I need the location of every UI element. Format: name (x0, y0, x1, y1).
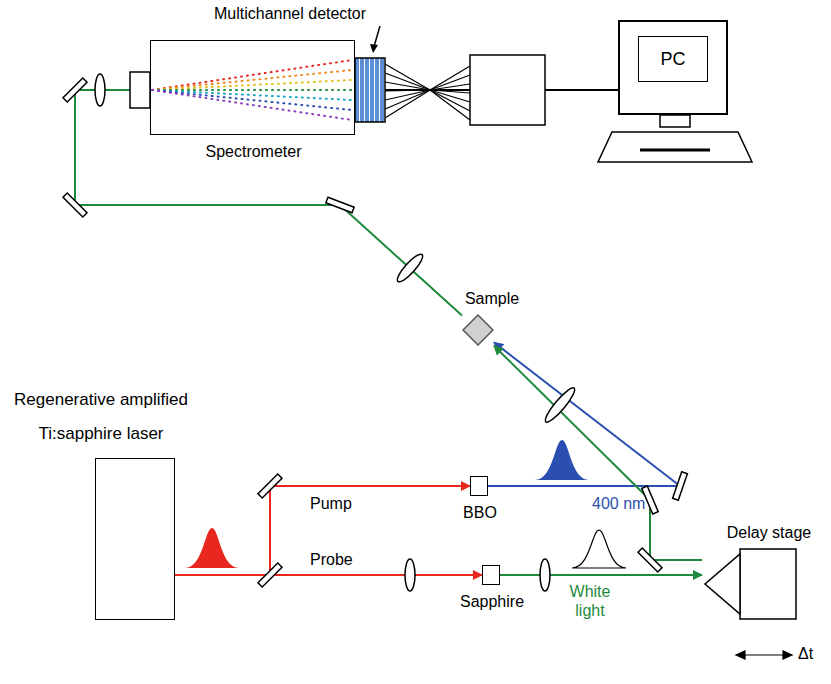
detector-pointer-head (370, 44, 378, 53)
mirror (326, 197, 354, 213)
fiber-bundle (385, 73, 430, 90)
lens (95, 74, 105, 106)
beam-label: White light (560, 582, 620, 620)
laser-box: Regenerative amplified Ti:sapphire laser (95, 458, 175, 620)
node-label: PC (660, 49, 685, 70)
delay-label: Δt (798, 644, 813, 663)
delay-arrow-head (783, 651, 792, 659)
dispersed-rays (152, 70, 352, 90)
mirror (638, 548, 662, 572)
fiber-bundle (430, 84, 470, 90)
sample-shape (462, 314, 494, 346)
pc-monitor: PC (618, 20, 728, 115)
sapphire-crystal: Sapphire (482, 565, 500, 585)
keyboard (598, 132, 752, 162)
fiber-bundle (385, 64, 470, 120)
retroreflector (705, 554, 740, 614)
white-light-pulse (572, 530, 626, 568)
fiber-bundle (430, 90, 470, 120)
node-label: Regenerative amplified Ti:sapphire laser (6, 383, 196, 451)
node-label: Sapphire (460, 592, 524, 611)
fiber-bundle (430, 90, 470, 111)
delay-stage-shape (702, 548, 798, 620)
light-beam (500, 574, 702, 576)
delay-stage: Delay stage (702, 548, 798, 620)
light-beam (488, 342, 680, 486)
fiber-bundle (430, 75, 470, 90)
delay-arrow-head (736, 651, 745, 659)
laser-pulse (185, 528, 239, 568)
light-beam (175, 574, 482, 576)
light-beam (175, 486, 470, 575)
pump-pulse (535, 440, 589, 480)
dispersed-rays (152, 60, 352, 120)
monitor-stand (660, 115, 690, 127)
light-beam (494, 346, 702, 560)
node-label: BBO (463, 503, 497, 522)
mirror (258, 474, 282, 498)
delay-arrow (736, 651, 792, 659)
node-label: Delay stage (727, 523, 812, 542)
fiber-bundle (385, 90, 430, 109)
beam-label: 400 nm (592, 494, 645, 513)
light-beam (75, 90, 462, 316)
lens (405, 559, 415, 591)
mirror (673, 472, 688, 500)
keyboard-keys (640, 149, 710, 152)
lens (394, 251, 426, 284)
dispersed-rays (152, 80, 352, 90)
beam-splitter (258, 563, 282, 587)
lens (540, 559, 550, 591)
detector-array (355, 58, 385, 122)
monitor-screen: PC (638, 36, 708, 82)
beam-label: Pump (310, 494, 352, 513)
sample-shape (463, 315, 493, 345)
fiber-bundle (385, 90, 430, 118)
node-label: Spectrometer (205, 142, 301, 161)
mirror (63, 78, 87, 102)
sample-cell: Sample (462, 314, 494, 346)
readout-box (470, 55, 545, 125)
delay-arrow-line (738, 654, 790, 655)
mirror (63, 193, 87, 217)
dispersed-rays (152, 60, 352, 90)
entrance-slit (130, 72, 150, 108)
detector-label: Multichannel detector (214, 4, 366, 23)
translation-stage (740, 549, 796, 619)
fiber-bundle (385, 90, 430, 100)
spectrometer-box: Spectrometer (150, 40, 355, 135)
dispersed-rays (152, 90, 352, 110)
fiber-bundle (385, 90, 430, 91)
dispersed-rays (152, 90, 352, 120)
fiber-bundle (385, 82, 430, 90)
beam-label: Probe (310, 550, 353, 569)
mirrors (63, 78, 687, 587)
bbo-crystal: BBO (470, 476, 488, 496)
lens (542, 385, 578, 425)
fiber-bundle (385, 64, 430, 90)
fiber-bundle (430, 66, 470, 90)
node-label: Sample (465, 289, 519, 308)
